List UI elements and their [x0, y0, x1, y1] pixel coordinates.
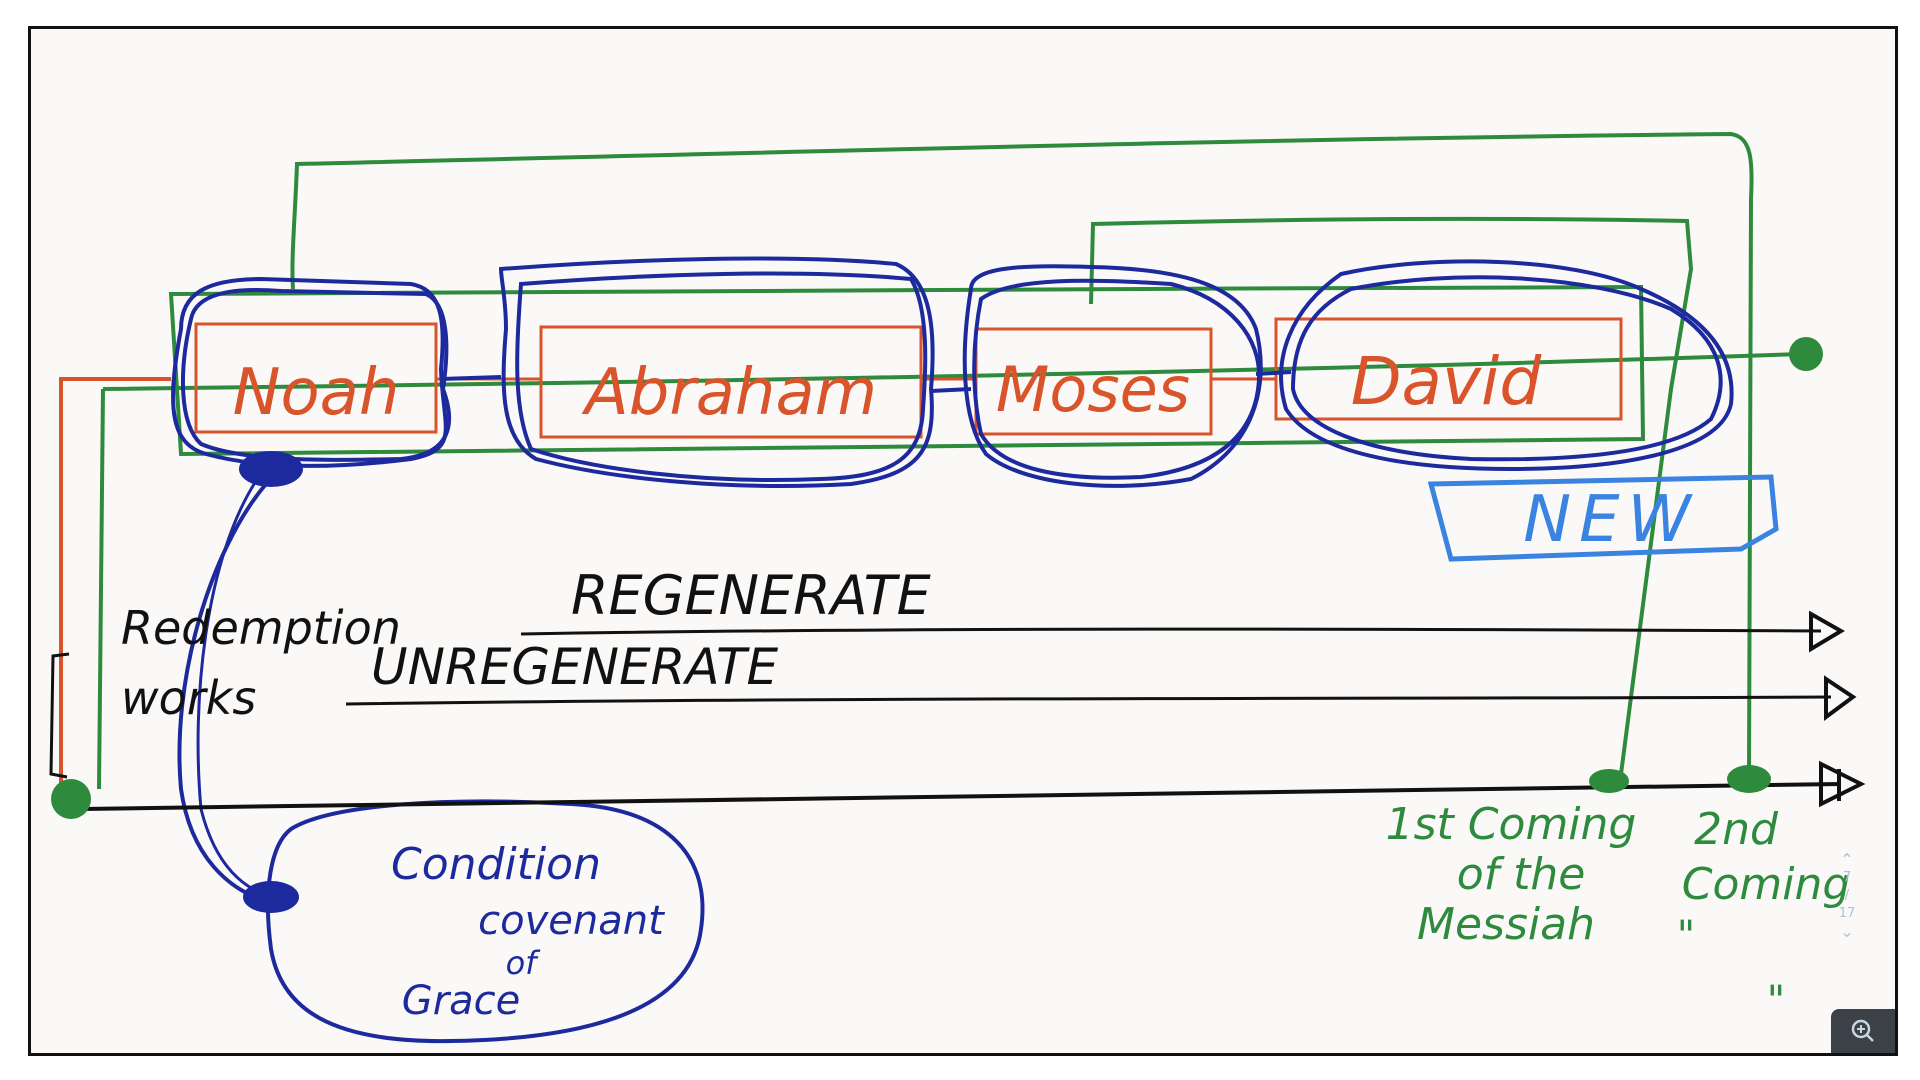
page-total: 17: [1838, 906, 1856, 921]
blue-outline-david: [1279, 259, 1734, 472]
first-coming-text-2: of the: [1457, 849, 1586, 900]
page-navigator: ⌃ 7 / 17 ⌄: [1827, 851, 1867, 941]
regenerate-arrowhead: [1809, 610, 1845, 653]
works-label: works: [121, 671, 256, 725]
regenerate-label: REGENERATE: [571, 564, 932, 627]
green-left-vertical: [97, 388, 105, 790]
page-current: 7: [1842, 870, 1852, 885]
covenant-name-noah: Noah: [233, 356, 400, 430]
blue-outline-noah: [171, 276, 452, 468]
chevron-down-icon[interactable]: ⌄: [1840, 922, 1854, 941]
orange-left-vertical: [59, 377, 171, 799]
first-coming-text-3: Messiah: [1417, 899, 1595, 950]
page-separator: /: [1844, 888, 1850, 903]
zoom-button[interactable]: [1831, 1009, 1895, 1053]
covenant-name-david: David: [1351, 343, 1543, 420]
blue-link-abraham-moses: [930, 387, 972, 393]
orange-box-david: [1274, 317, 1623, 421]
green-timeline-start-dot: [51, 779, 91, 819]
condition-text-2: covenant: [478, 898, 665, 944]
second-coming-ditto-1: ": [1677, 913, 1695, 959]
timeline-arrowhead: [1819, 760, 1866, 808]
green-end-dot: [1789, 337, 1823, 371]
green-second-coming-dot: [1727, 765, 1771, 793]
whiteboard-frame: Noah Abraham Moses David NEW Condition c…: [28, 26, 1898, 1056]
first-coming-text-1: 1st Coming: [1386, 799, 1637, 850]
unregenerate-arrowhead: [1824, 675, 1857, 721]
zoom-in-icon: [1851, 1019, 1874, 1042]
redemption-label: Redemption: [121, 601, 401, 655]
blue-dot-noah: [239, 451, 303, 487]
new-box-outline: [1427, 474, 1779, 562]
condition-text-1: Condition: [391, 839, 601, 890]
blue-link-moses-david: [1255, 370, 1292, 376]
timeline-line: [80, 782, 1842, 811]
unregenerate-label: UNREGENERATE: [371, 638, 779, 696]
blue-outline-abraham: [498, 256, 935, 488]
green-covenant-band: [168, 284, 1646, 457]
blue-dot-condition: [243, 881, 299, 913]
second-coming-ditto-2: ": [1767, 978, 1785, 1024]
chevron-up-icon[interactable]: ⌃: [1840, 850, 1854, 869]
green-main-line: [102, 352, 1802, 391]
covenant-name-moses: Moses: [996, 353, 1190, 426]
unregenerate-line: [345, 695, 1832, 706]
whiteboard-diagram: Noah Abraham Moses David NEW Condition c…: [49, 131, 1866, 1044]
blue-link-noah-abraham: [440, 375, 502, 381]
second-coming-text-1: 2nd: [1694, 804, 1779, 855]
second-coming-text-2: Coming: [1682, 859, 1851, 910]
condition-text-3: of: [506, 944, 542, 982]
blue-outline-moses: [962, 264, 1263, 488]
orange-box-abraham: [539, 325, 923, 439]
blue-connector-noah-condition-2: [196, 480, 272, 899]
green-top-connector-outer: [290, 131, 1754, 775]
green-top-connector-inner: [1089, 216, 1694, 775]
new-label: NEW: [1523, 483, 1699, 557]
black-left-bracket: [49, 652, 70, 779]
green-first-coming-dot: [1589, 769, 1629, 793]
condition-text-4: Grace: [402, 978, 521, 1024]
regenerate-line: [520, 627, 1822, 636]
covenant-name-abraham: Abraham: [581, 356, 877, 430]
